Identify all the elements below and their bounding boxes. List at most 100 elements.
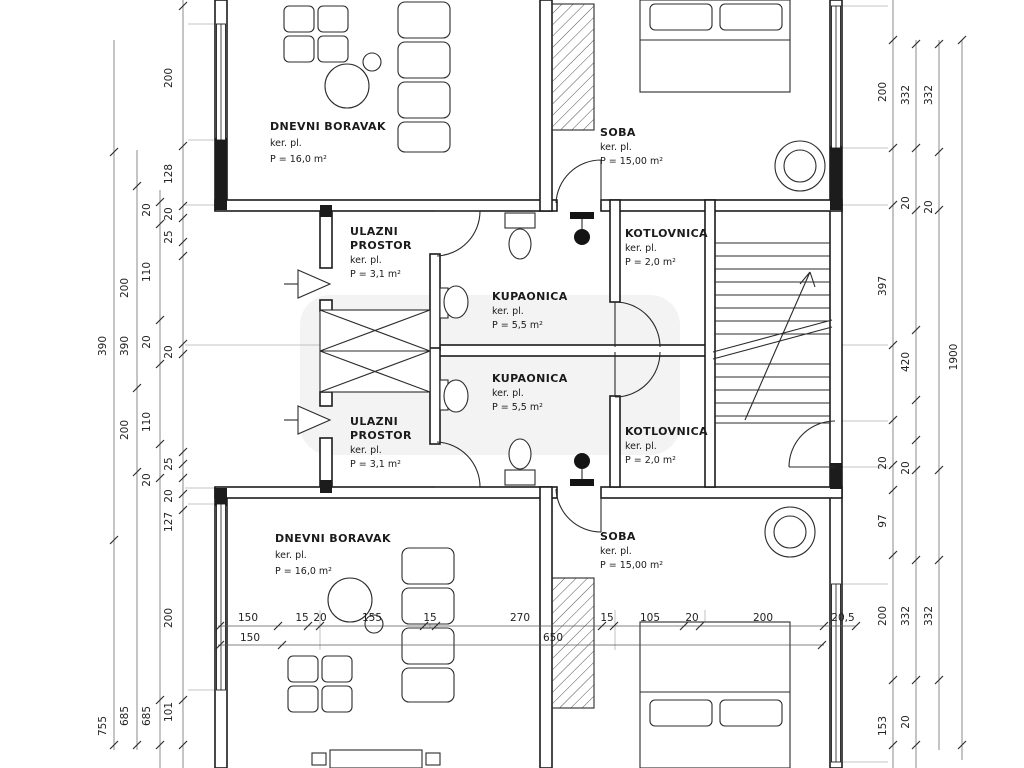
- dimension-value: 755: [97, 716, 109, 736]
- room-label-finish: ker. pl.: [270, 138, 302, 149]
- dimension-value: 150: [240, 632, 260, 644]
- dimension-value: 332: [923, 85, 935, 105]
- room-label-finish: ker. pl.: [492, 306, 524, 317]
- bedroom-top-furniture: [551, 0, 826, 192]
- dimension-value: 332: [900, 85, 912, 105]
- dimension-value: 200: [163, 608, 175, 628]
- water-heater-icon: [574, 453, 590, 469]
- wall-pier: [830, 463, 842, 489]
- door-arc-bathroom-bottom: [435, 441, 481, 488]
- sofa-cushion: [397, 1, 451, 39]
- pillow: [719, 699, 783, 727]
- bedroom-bottom-furniture: [551, 506, 816, 768]
- sofa-cushion: [401, 587, 455, 625]
- dimension-value: 20: [163, 207, 175, 220]
- dimension-value: 1900: [948, 344, 960, 371]
- entrance-arrow: [297, 269, 332, 299]
- dimensions-right: 200 332 332 20 20 397 420 1900 20 20 97 …: [877, 0, 967, 768]
- sofa-cushion: [321, 685, 353, 713]
- wall-pier: [830, 146, 842, 210]
- dimension-value: 397: [877, 276, 889, 296]
- dimension-value: 390: [119, 336, 131, 356]
- sofa-cushion: [287, 655, 319, 683]
- dimension-value: 153: [877, 716, 889, 736]
- dimension-value: 200: [753, 612, 773, 624]
- bathroom-top-fixtures: [439, 212, 594, 319]
- wardrobe: [551, 577, 595, 709]
- sofa-cushion: [397, 81, 451, 119]
- room-label-name: PROSTOR: [350, 429, 412, 442]
- toilet-icon: [508, 228, 532, 260]
- dining-table: [329, 749, 423, 768]
- sofa-cushion: [397, 41, 451, 79]
- wall-pier: [320, 480, 332, 493]
- wall-segment: [319, 299, 333, 312]
- dimension-value: 20: [163, 345, 175, 358]
- wall-segment: [600, 199, 843, 212]
- bed: [639, 621, 791, 768]
- room-label-area: P = 5,5 m²: [492, 402, 543, 413]
- room-label-name: KOTLOVNICA: [625, 425, 708, 438]
- water-heater-bracket: [570, 479, 594, 486]
- wardrobe: [551, 3, 595, 131]
- room-label-finish: ker. pl.: [600, 142, 632, 153]
- doors: [435, 159, 836, 533]
- room-label-area: P = 3,1 m²: [350, 269, 401, 280]
- wall-segment: [214, 199, 558, 212]
- sink-icon: [443, 285, 469, 319]
- sofa-cushion: [317, 35, 349, 63]
- pillow: [649, 699, 713, 727]
- dimension-value: 127: [163, 512, 175, 532]
- room-label-area: P = 16,0 m²: [270, 154, 327, 165]
- dimension-value: 15: [600, 612, 613, 624]
- wall-segment: [609, 395, 621, 488]
- dimension-ticks: [215, 621, 861, 650]
- stairs: [712, 242, 833, 424]
- dimension-value: 200: [877, 606, 889, 626]
- room-label-area: P = 2,0 m²: [625, 257, 676, 268]
- entrance-arrows: [284, 269, 332, 435]
- room-label-name: ULAZNI: [350, 225, 398, 238]
- dimension-value: 270: [510, 612, 530, 624]
- wall-segment: [609, 199, 621, 303]
- armchair-seat: [773, 515, 807, 549]
- dimension-value: 685: [141, 706, 153, 726]
- dimension-value: 25: [163, 230, 175, 243]
- dimension-value: 110: [141, 262, 153, 282]
- dimension-value: 20: [141, 203, 153, 216]
- dimension-value: 101: [163, 702, 175, 722]
- door-arc-exterior-right: [788, 420, 836, 468]
- door-arc-bathroom-top: [435, 210, 481, 257]
- sofa-cushion: [317, 5, 349, 33]
- stairs-steps: [715, 242, 830, 424]
- dimension-value: 200: [877, 82, 889, 102]
- dimension-value: 25: [163, 457, 175, 470]
- dimension-value: 15: [423, 612, 436, 624]
- toilet-icon: [508, 438, 532, 470]
- dimension-value: 105: [640, 612, 660, 624]
- room-label-area: P = 15,00 m²: [600, 560, 663, 571]
- room-label-name: KUPAONICA: [492, 372, 568, 385]
- room-label-name: DNEVNI BORAVAK: [270, 120, 386, 133]
- plant-icon: [364, 614, 384, 634]
- wall-segment: [319, 391, 333, 407]
- steps-cross-lines: [319, 309, 431, 393]
- sofa-cushion: [283, 5, 315, 33]
- pillow: [649, 3, 713, 31]
- bathroom-bottom-fixtures: [439, 379, 594, 486]
- chair-icon: [311, 752, 327, 766]
- exterior-steps: [319, 309, 431, 393]
- room-label-area: P = 5,5 m²: [492, 320, 543, 331]
- dimension-value: 200: [119, 278, 131, 298]
- armchair-seat: [783, 149, 817, 183]
- room-label-name: SOBA: [600, 126, 636, 139]
- dimension-value: 20: [877, 456, 889, 469]
- room-label-name: ULAZNI: [350, 415, 398, 428]
- dimension-value: 155: [362, 612, 382, 624]
- dimension-value: 200: [163, 68, 175, 88]
- door-arc-kotlovnica-bottom: [614, 351, 661, 398]
- dimension-ticks: [888, 35, 967, 750]
- sofa-cushion: [283, 35, 315, 63]
- stairs-direction-arrow: [744, 271, 816, 421]
